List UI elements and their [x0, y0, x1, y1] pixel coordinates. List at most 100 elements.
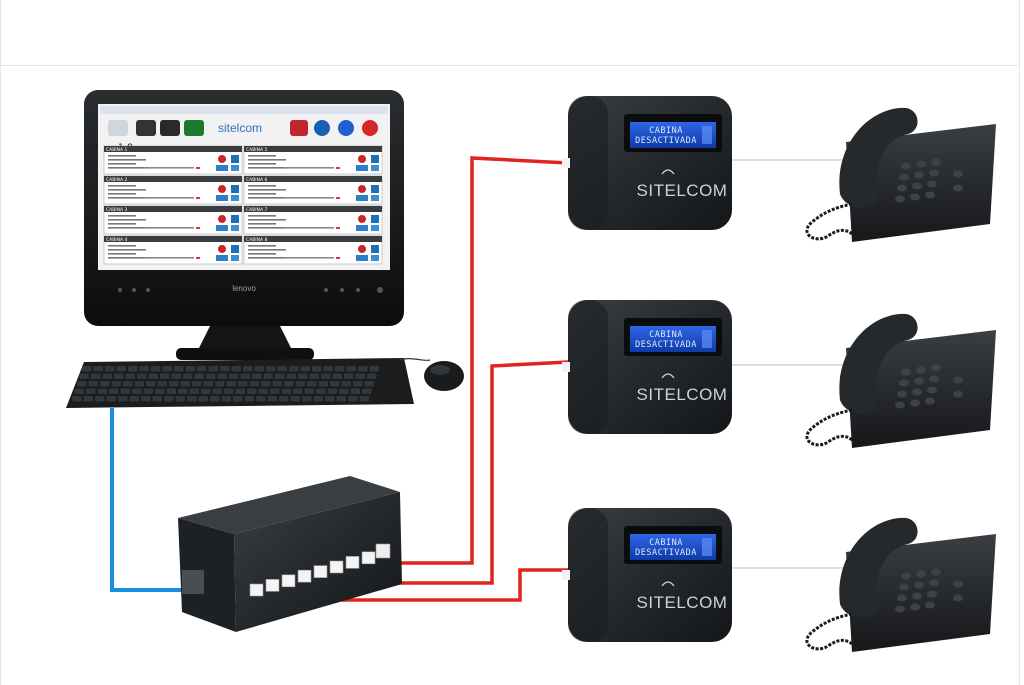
phone-status-icon — [218, 245, 226, 253]
terminal-brand: SITELCOM — [637, 385, 728, 404]
keypad-key — [916, 161, 926, 168]
cabin-label: CABINA 4 — [106, 237, 128, 243]
phone-status-icon — [218, 155, 226, 163]
cabin-label: CABINA 2 — [106, 177, 128, 183]
rj11-port — [282, 575, 295, 587]
terminal-phone-links — [732, 160, 858, 568]
lcd-line-1: CABINA — [649, 330, 683, 340]
users-icon — [160, 120, 180, 136]
phone-status-icon — [358, 215, 366, 223]
cabin-label: CABINA 1 — [106, 147, 128, 153]
keypad-key — [895, 402, 905, 409]
phone-brand: Panasonic — [957, 334, 975, 338]
software-logo: sitelcom — [218, 121, 262, 135]
serial-port — [182, 570, 204, 594]
keypad-key — [931, 569, 941, 576]
keypad-key — [925, 192, 935, 199]
keypad-key — [899, 174, 909, 181]
register-icon — [136, 120, 156, 136]
phone-status-icon — [358, 185, 366, 193]
keypad-key — [914, 172, 924, 179]
phone-status-icon — [358, 155, 366, 163]
keypad-key — [901, 573, 911, 580]
keypad-key — [916, 571, 926, 578]
cabin-panel: CABINA 1 — [104, 146, 242, 174]
power-icon — [362, 120, 378, 136]
keypad-key — [910, 604, 920, 611]
keypad-key — [910, 400, 920, 407]
cloud-icon — [108, 120, 128, 136]
cabin-label: CABINA 8 — [246, 237, 268, 243]
cabin-label: CABINA 5 — [246, 147, 268, 153]
cabin-label: CABINA 7 — [246, 207, 268, 213]
keypad-key — [914, 378, 924, 385]
rj11-port — [314, 566, 327, 578]
desk-phone: Panasonic — [807, 314, 996, 448]
monitor-brand: lenovo — [232, 284, 256, 293]
keypad-key — [897, 391, 907, 398]
keypad-key — [901, 369, 911, 376]
cabin-label: CABINA 3 — [106, 207, 128, 213]
keypad-key — [899, 380, 909, 387]
keypad-key — [916, 367, 926, 374]
cabin-label: CABINA 6 — [246, 177, 268, 183]
keypad-key — [914, 582, 924, 589]
rj11-port — [266, 579, 279, 591]
phone-brand: Panasonic — [957, 128, 975, 132]
terminal-brand: SITELCOM — [637, 593, 728, 612]
phone-status-icon — [358, 245, 366, 253]
cabin-panel: CABINA 8 — [244, 236, 382, 264]
book-icon — [290, 120, 308, 136]
cabin-panel: CABINA 4 — [104, 236, 242, 264]
phone-status-icon — [218, 215, 226, 223]
cabin-panel: CABINA 2 — [104, 176, 242, 204]
keypad-key — [912, 183, 922, 190]
keypad-key — [929, 170, 939, 177]
keypad-key — [895, 196, 905, 203]
lcd-line-2: DESACTIVADA — [635, 340, 697, 350]
lcd-line-2: DESACTIVADA — [635, 136, 697, 146]
rj11-port — [362, 552, 375, 564]
keypad-key — [910, 194, 920, 201]
keypad-key — [927, 591, 937, 598]
terminal-brand: SITELCOM — [637, 181, 728, 200]
keypad-key — [901, 163, 911, 170]
help-icon — [338, 120, 354, 136]
desk-phone: Panasonic — [807, 518, 996, 652]
rj11-port — [376, 544, 390, 558]
rj11-port — [250, 584, 263, 596]
keypad-key — [912, 593, 922, 600]
keypad-key — [897, 185, 907, 192]
keypad-key — [897, 595, 907, 602]
lcd-line-1: CABINA — [649, 538, 683, 548]
rj11-port — [346, 556, 359, 568]
desk-phone: Panasonic — [807, 108, 996, 242]
rj11-port — [298, 570, 311, 582]
keypad-key — [931, 159, 941, 166]
globe-icon — [314, 120, 330, 136]
lcd-line-1: CABINA — [649, 126, 683, 136]
central-hub — [178, 476, 402, 632]
keypad-key — [927, 181, 937, 188]
cabin-panel: CABINA 6 — [244, 176, 382, 204]
rj11-port — [330, 561, 343, 573]
phone-brand: Panasonic — [957, 538, 975, 542]
keypad-key — [931, 365, 941, 372]
keypad-key — [895, 606, 905, 613]
dollar-icon — [184, 120, 204, 136]
phone-status-icon — [218, 185, 226, 193]
lcd-line-2: DESACTIVADA — [635, 548, 697, 558]
cabin-panel: CABINA 7 — [244, 206, 382, 234]
keypad-key — [912, 389, 922, 396]
keypad-key — [925, 602, 935, 609]
keypad-key — [899, 584, 909, 591]
keypad-key — [929, 376, 939, 383]
cabin-panel: CABINA 5 — [244, 146, 382, 174]
cabin-panel: CABINA 3 — [104, 206, 242, 234]
keyboard — [66, 358, 414, 408]
